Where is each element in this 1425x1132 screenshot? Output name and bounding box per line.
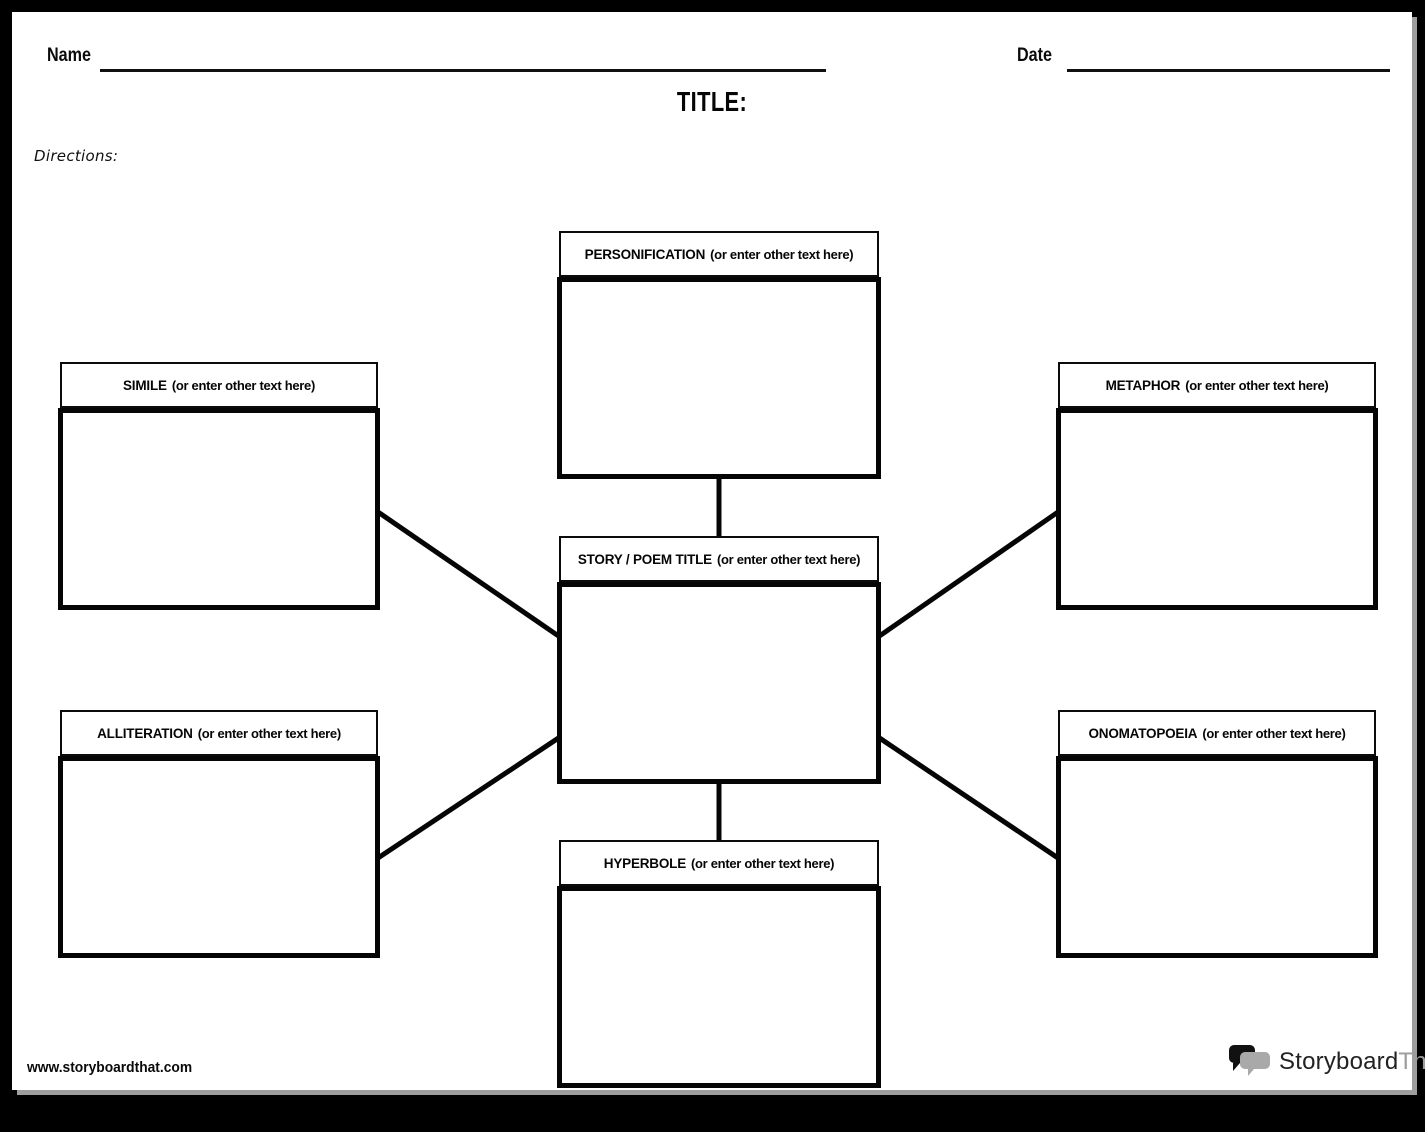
node-hyperbole: HYPERBOLE (or enter other text here) xyxy=(557,840,881,1088)
node-personification-writing-area[interactable] xyxy=(557,277,881,479)
node-hyperbole-header[interactable]: HYPERBOLE (or enter other text here) xyxy=(559,840,879,886)
node-personification: PERSONIFICATION (or enter other text her… xyxy=(557,231,881,479)
speech-bubbles-icon xyxy=(1229,1045,1270,1076)
node-metaphor-header[interactable]: METAPHOR (or enter other text here) xyxy=(1058,362,1376,408)
name-blank-line[interactable] xyxy=(100,69,826,72)
logo-wordmark: StoryboardThat xyxy=(1279,1048,1425,1076)
node-simile-title: SIMILE xyxy=(123,377,167,393)
node-onomatopoeia: ONOMATOPOEIA (or enter other text here) xyxy=(1056,710,1378,958)
node-simile-subtitle: (or enter other text here) xyxy=(171,377,315,393)
node-personification-header[interactable]: PERSONIFICATION (or enter other text her… xyxy=(559,231,879,277)
node-metaphor-title: METAPHOR xyxy=(1105,377,1181,393)
storyboardthat-logo: StoryboardThat xyxy=(1228,1044,1425,1080)
logo-that-text: That xyxy=(1398,1048,1425,1075)
node-hyperbole-writing-area[interactable] xyxy=(557,886,881,1088)
node-onomatopoeia-title: ONOMATOPOEIA xyxy=(1088,725,1198,741)
node-simile-header[interactable]: SIMILE (or enter other text here) xyxy=(60,362,378,408)
name-label: Name xyxy=(47,45,91,66)
node-simile-writing-area[interactable] xyxy=(58,408,380,610)
directions-label: Directions: xyxy=(34,147,119,165)
node-story-poem-title-header[interactable]: STORY / POEM TITLE (or enter other text … xyxy=(559,536,879,582)
node-story-poem-title: STORY / POEM TITLE (or enter other text … xyxy=(557,536,881,784)
node-alliteration-writing-area[interactable] xyxy=(58,756,380,958)
node-alliteration-title: ALLITERATION xyxy=(97,725,193,741)
node-onomatopoeia-subtitle: (or enter other text here) xyxy=(1202,725,1346,741)
node-metaphor-writing-area[interactable] xyxy=(1056,408,1378,610)
date-blank-line[interactable] xyxy=(1067,69,1390,72)
node-onomatopoeia-header[interactable]: ONOMATOPOEIA (or enter other text here) xyxy=(1058,710,1376,756)
node-alliteration-subtitle: (or enter other text here) xyxy=(197,725,341,741)
node-onomatopoeia-writing-area[interactable] xyxy=(1056,756,1378,958)
node-personification-subtitle: (or enter other text here) xyxy=(710,246,854,262)
node-metaphor: METAPHOR (or enter other text here) xyxy=(1056,362,1378,610)
logo-storyboard-text: Storyboard xyxy=(1279,1048,1399,1075)
website-url: www.storyboardthat.com xyxy=(27,1059,193,1076)
sheet-title: TITLE: xyxy=(0,86,1425,118)
date-label: Date xyxy=(1017,45,1053,66)
node-metaphor-subtitle: (or enter other text here) xyxy=(1185,377,1329,393)
node-hyperbole-subtitle: (or enter other text here) xyxy=(691,855,835,871)
node-alliteration: ALLITERATION (or enter other text here) xyxy=(58,710,380,958)
node-story-poem-title-title: STORY / POEM TITLE xyxy=(577,551,712,567)
node-story-poem-title-subtitle: (or enter other text here) xyxy=(716,551,861,567)
node-personification-title: PERSONIFICATION xyxy=(584,246,706,262)
node-alliteration-header[interactable]: ALLITERATION (or enter other text here) xyxy=(60,710,378,756)
node-hyperbole-title: HYPERBOLE xyxy=(603,855,687,871)
node-simile: SIMILE (or enter other text here) xyxy=(58,362,380,610)
node-story-poem-title-writing-area[interactable] xyxy=(557,582,881,784)
sheet-title-text: TITLE: xyxy=(677,86,748,117)
